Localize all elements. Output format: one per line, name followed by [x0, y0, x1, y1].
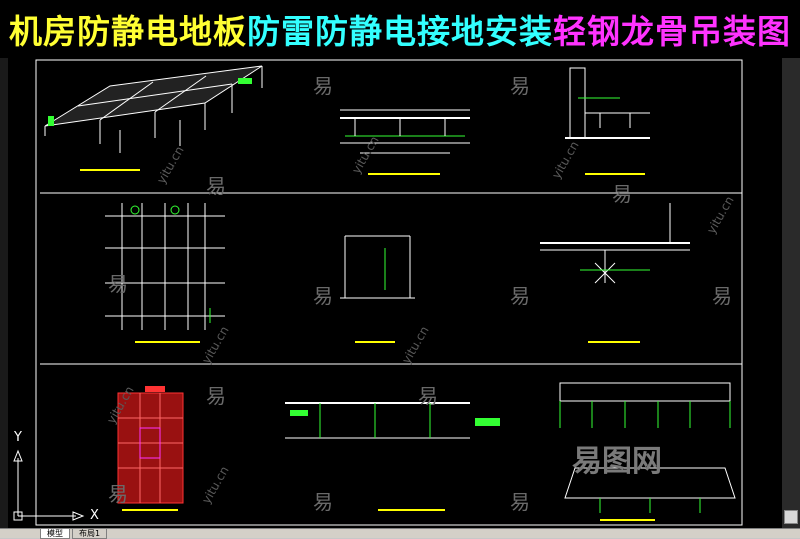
static-section-row3[interactable] — [285, 402, 500, 439]
watermark-char: 易 — [313, 490, 333, 514]
keel-hanger-detail[interactable] — [540, 203, 690, 284]
vertical-scrollbar[interactable] — [782, 58, 800, 528]
watermark-char: 易 — [206, 174, 226, 198]
red-grounding-plan[interactable] — [117, 386, 184, 504]
watermark-char: 易 — [313, 284, 333, 308]
watermark-logo: 易图网 — [572, 444, 662, 479]
ceiling-elevation[interactable] — [559, 382, 736, 513]
ucs-icon — [13, 449, 85, 521]
ucs-x-label: X — [90, 508, 99, 523]
ucs-y-label: Y — [14, 430, 22, 445]
watermark-char: 易 — [313, 74, 333, 98]
left-edge-strip — [0, 58, 8, 528]
title-part-2: 防雷防静电接地安装 — [247, 12, 553, 51]
drawing-frame — [35, 59, 743, 526]
tab-model[interactable]: 模型 — [40, 529, 70, 539]
cad-drawing-canvas[interactable]: Y X 易 易 易 易 易 易 易 易 易 易 易 易 易 yitu.cn yi… — [0, 58, 800, 528]
raised-floor-perspective[interactable] — [44, 65, 263, 153]
watermark-char: 易 — [206, 384, 226, 408]
grounding-detail[interactable] — [340, 235, 415, 299]
floor-section-1[interactable] — [340, 109, 470, 154]
title-part-1: 机房防静电地板 — [9, 12, 247, 51]
floor-section-2[interactable] — [565, 67, 650, 139]
drawing-svg — [13, 59, 743, 526]
watermark-char: 易 — [510, 284, 530, 308]
watermark-char: 易 — [510, 74, 530, 98]
title-part-3: 轻钢龙骨吊装图 — [553, 12, 791, 51]
tab-layout1[interactable]: 布局1 — [72, 529, 108, 539]
ground-grid-plan[interactable] — [105, 203, 225, 330]
scroll-button[interactable] — [784, 510, 798, 524]
watermark-char: 易 — [510, 490, 530, 514]
watermark-char: 易 — [612, 182, 632, 206]
watermark-char: 易 — [712, 284, 732, 308]
title-banner: 机房防静电地板 防雷防静电接地安装 轻钢龙骨吊装图 — [0, 0, 800, 58]
watermark-char: 易 — [108, 272, 128, 296]
watermark-char: 易 — [108, 482, 128, 506]
watermark-char: 易 — [418, 384, 438, 408]
